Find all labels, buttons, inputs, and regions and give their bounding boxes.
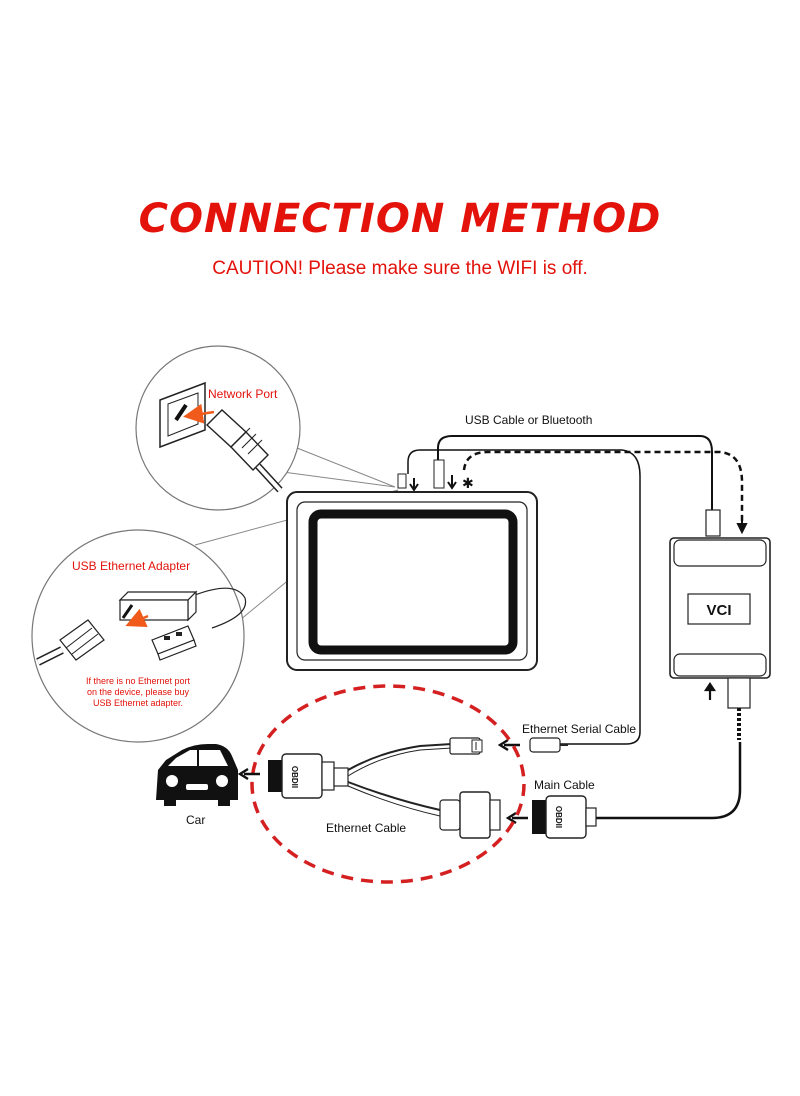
main-cable-label: Main Cable bbox=[534, 778, 595, 792]
ethernet-plug-icon bbox=[529, 737, 568, 753]
car-label: Car bbox=[186, 813, 205, 827]
ethernet-cable-highlight bbox=[250, 684, 526, 884]
adapter-note-line-3: USB Ethernet adapter. bbox=[93, 698, 183, 708]
diagram-title: CONNECTION METHOD bbox=[138, 196, 662, 242]
obd-label: OBDII bbox=[290, 766, 299, 788]
main-cable bbox=[590, 742, 742, 820]
caution-note: CAUTION! Please make sure the WIFI is of… bbox=[212, 258, 588, 279]
obd-connector-icon bbox=[439, 791, 501, 839]
bluetooth-icon: ✱ bbox=[462, 475, 474, 491]
ethernet-plug-icon bbox=[36, 619, 105, 666]
usb-adapter-callout: USB Ethernet Adapter If there is no Ethe… bbox=[31, 489, 399, 743]
obd-connector-icon: OBDII bbox=[268, 753, 349, 799]
obd-connector-icon: OBDII bbox=[532, 795, 597, 839]
arrow-icon bbox=[125, 608, 149, 628]
obd-label: OBDII bbox=[554, 806, 563, 828]
network-port-label: Network Port bbox=[208, 387, 278, 401]
ethernet-serial-cable-label: Ethernet Serial Cable bbox=[522, 722, 636, 736]
arrow-icon bbox=[183, 403, 215, 424]
ethernet-plug-icon bbox=[449, 737, 483, 755]
usb-plug-icon bbox=[151, 625, 197, 661]
adapter-note-line-2: on the device, please buy bbox=[87, 687, 190, 697]
usb-ethernet-adapter-label: USB Ethernet Adapter bbox=[72, 559, 190, 573]
usb-cable bbox=[437, 435, 713, 510]
usb-ethernet-adapter-icon bbox=[118, 590, 198, 622]
arrow-icon bbox=[237, 767, 260, 781]
usb-cable-or-bluetooth-label: USB Cable or Bluetooth bbox=[465, 413, 592, 427]
network-port-callout: Network Port bbox=[135, 345, 396, 511]
tablet-icon bbox=[286, 459, 538, 671]
ethernet-plug-icon bbox=[205, 409, 283, 493]
vci-label: VCI bbox=[706, 602, 731, 619]
port-arrows: ✱ bbox=[409, 475, 474, 492]
arrow-icon bbox=[505, 811, 528, 825]
ethernet-cable-label: Ethernet Cable bbox=[326, 821, 406, 835]
vci-device-icon: VCI bbox=[669, 509, 771, 740]
bluetooth-link bbox=[462, 450, 744, 522]
car-icon bbox=[156, 744, 238, 806]
arrow-icon bbox=[497, 738, 520, 752]
adapter-note-line-1: If there is no Ethernet port bbox=[86, 676, 191, 686]
ethernet-serial-cable bbox=[407, 449, 641, 745]
